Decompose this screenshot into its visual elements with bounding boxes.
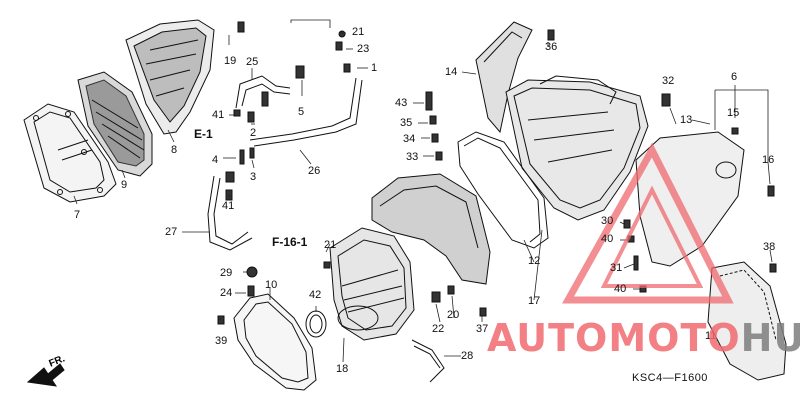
part-label-29: 29 bbox=[220, 267, 233, 279]
part-label-16: 16 bbox=[762, 154, 775, 166]
part-label-11: 11 bbox=[705, 330, 717, 342]
part-label-9: 9 bbox=[121, 179, 128, 191]
part-label-33: 33 bbox=[406, 151, 419, 163]
leader-lines bbox=[73, 19, 773, 363]
part-label-5: 5 bbox=[298, 106, 305, 118]
part-label-3: 3 bbox=[250, 171, 257, 183]
part-label-28: 28 bbox=[461, 350, 474, 362]
part-label-19: 19 bbox=[224, 55, 237, 67]
part-9-filter-mesh bbox=[77, 71, 153, 177]
part-label-6: 6 bbox=[731, 71, 738, 83]
part-label-30: 30 bbox=[601, 215, 614, 227]
part-17-gasket bbox=[457, 131, 549, 249]
part-label-22: 22 bbox=[432, 323, 445, 335]
part-label-20: 20 bbox=[447, 309, 460, 321]
part-label-39: 39 bbox=[215, 335, 228, 347]
diagram-code: KSC4—F1600 bbox=[632, 372, 708, 384]
part-7-plate bbox=[23, 103, 117, 203]
part-label-41a: 41 bbox=[212, 109, 225, 121]
part-label-15: 15 bbox=[727, 107, 740, 119]
part-label-41b: 41 bbox=[222, 200, 235, 212]
fasteners bbox=[217, 21, 777, 325]
part-label-21b: 21 bbox=[324, 239, 337, 251]
part-label-31: 31 bbox=[610, 262, 623, 274]
part-label-27: 27 bbox=[165, 226, 178, 238]
part-label-25: 25 bbox=[246, 56, 259, 68]
part-42-clamp bbox=[305, 310, 327, 338]
part-label-12: 12 bbox=[528, 255, 541, 267]
part-label-24: 24 bbox=[220, 287, 233, 299]
part-label-21: 21 bbox=[352, 26, 365, 38]
watermark-triangle bbox=[562, 142, 734, 304]
part-label-7: 7 bbox=[74, 209, 81, 221]
part-label-35: 35 bbox=[400, 117, 413, 129]
part-14-panel bbox=[475, 21, 533, 134]
part-label-36: 36 bbox=[545, 41, 558, 53]
part-label-42: 42 bbox=[309, 289, 322, 301]
part-label-43: 43 bbox=[395, 97, 408, 109]
part-mount-plate bbox=[371, 173, 491, 285]
part-label-13: 13 bbox=[680, 114, 693, 126]
part-label-14: 14 bbox=[445, 66, 458, 78]
part-label-38: 38 bbox=[763, 241, 776, 253]
part-label-8: 8 bbox=[171, 144, 178, 156]
watermark-text: AUTOMOTOHUB bbox=[487, 316, 800, 360]
part-12-airbox bbox=[505, 75, 649, 221]
part-8-filter-element bbox=[125, 19, 215, 135]
part-label-18: 18 bbox=[336, 363, 349, 375]
part-label-1: 1 bbox=[371, 62, 378, 74]
part-label-4: 4 bbox=[212, 154, 219, 166]
front-arrow bbox=[26, 363, 65, 387]
hoses bbox=[207, 75, 445, 383]
part-label-37: 37 bbox=[476, 323, 489, 335]
watermark-hub: HUB bbox=[740, 316, 800, 360]
part-label-40a: 40 bbox=[601, 233, 614, 245]
part-label-40b: 40 bbox=[614, 283, 627, 295]
part-label-17: 17 bbox=[528, 295, 541, 307]
watermark-automoto: AUTOMOTO bbox=[487, 316, 741, 360]
part-18-intake-boot bbox=[329, 227, 415, 341]
ref-f16-1: F-16-1 bbox=[272, 235, 308, 249]
part-label-34: 34 bbox=[403, 133, 416, 145]
part-label-26: 26 bbox=[308, 165, 321, 177]
part-label-23: 23 bbox=[357, 43, 370, 55]
part-label-32: 32 bbox=[662, 75, 675, 87]
part-label-10: 10 bbox=[265, 279, 278, 291]
ref-e1: E-1 bbox=[194, 127, 213, 141]
part-10-side-cover bbox=[233, 293, 317, 391]
part-label-2: 2 bbox=[250, 127, 257, 139]
